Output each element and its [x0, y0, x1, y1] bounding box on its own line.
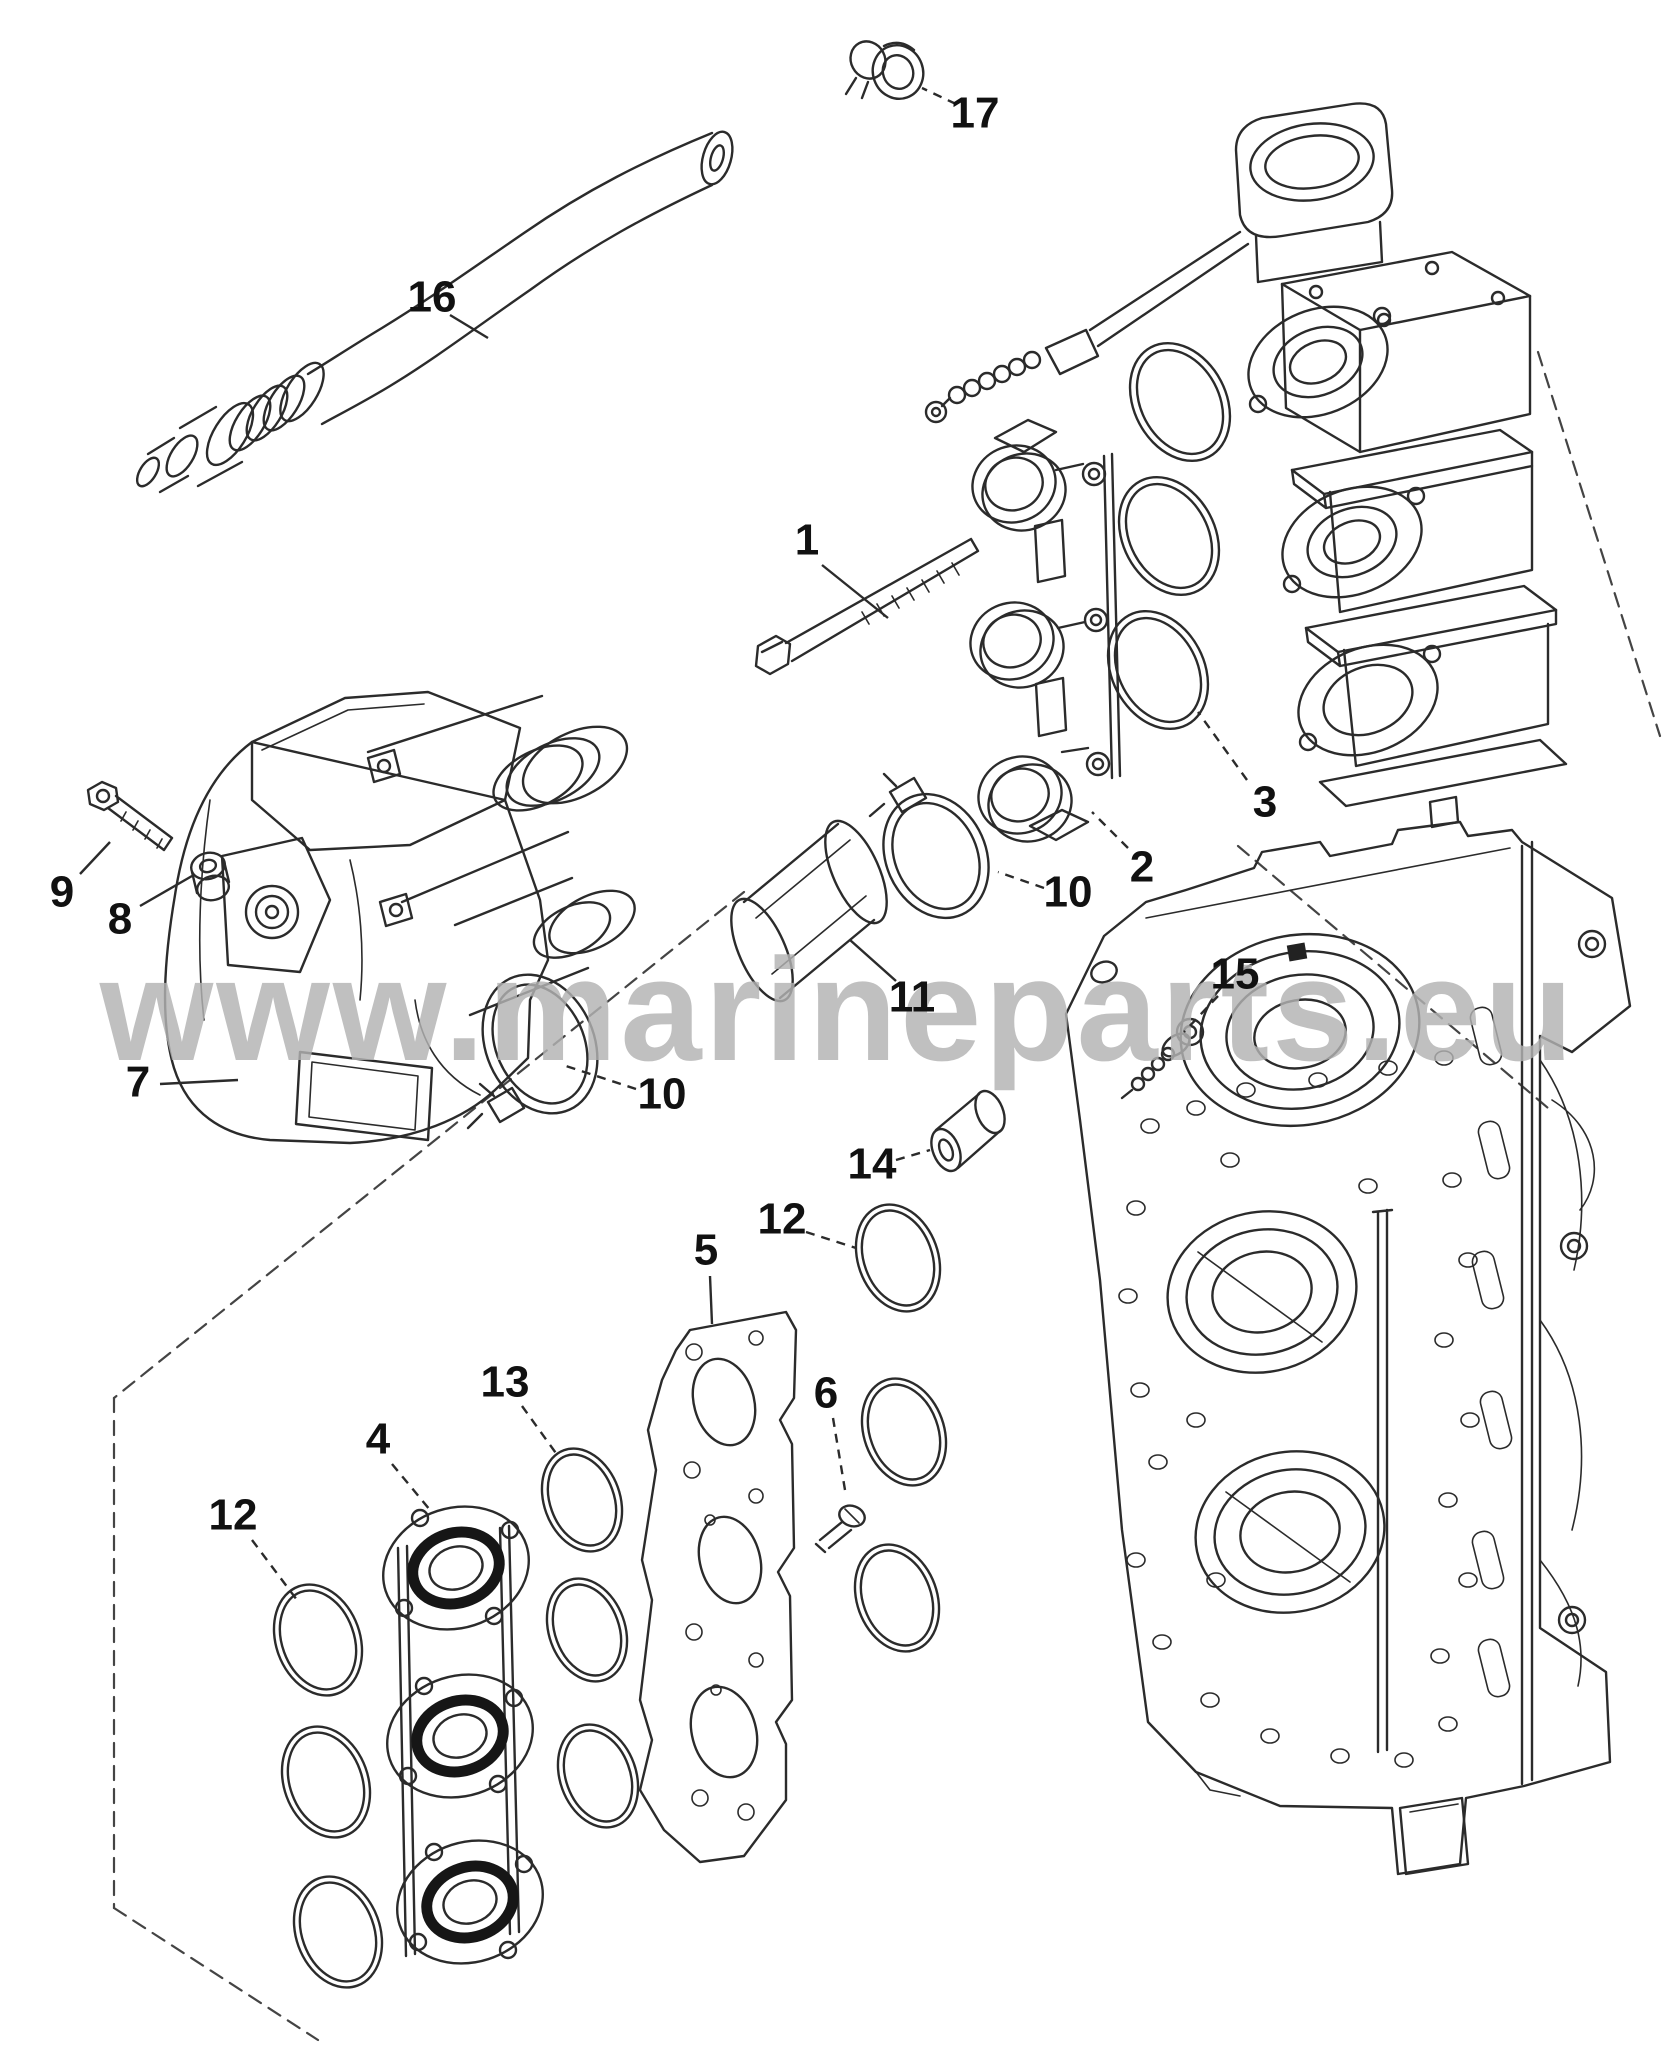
callout-label-17-18: 17 [951, 89, 1000, 138]
callout-label-10-10: 10 [638, 1070, 687, 1119]
callout-label-4-3: 4 [366, 1415, 391, 1464]
callout-leader-6-5 [831, 1417, 847, 1491]
construction-lines [112, 350, 1662, 2042]
callout-leader-16-17 [449, 313, 489, 340]
callout-leader-17-18 [921, 86, 957, 106]
callout-label-14-15: 14 [848, 1140, 897, 1189]
callout-leader-15-16 [1183, 995, 1219, 1033]
callout-label-2-1: 2 [1130, 843, 1154, 892]
callout-label-16-17: 16 [408, 273, 457, 322]
callout-leader-8-7 [139, 874, 193, 908]
callout-leader-12-12 [805, 1230, 857, 1250]
callout-label-13-14: 13 [481, 1358, 530, 1407]
callout-leader-10-9 [997, 870, 1045, 890]
watermark: www.marineparts.eu [99, 928, 1577, 1091]
callout-leader-2-1 [1091, 811, 1129, 849]
callout-leader-4-3 [391, 1463, 431, 1511]
part-4-adapter-stack [382, 1505, 544, 1965]
callout-leader-5-4 [708, 1275, 714, 1325]
callout-label-6-5: 6 [814, 1369, 838, 1418]
callout-label-10-9: 10 [1044, 868, 1093, 917]
callout-leader-7-6 [159, 1078, 239, 1086]
callout-label-5-4: 5 [694, 1226, 718, 1275]
callout-leader-12-13 [251, 1539, 301, 1605]
part-10-clamp-lower [466, 973, 599, 1130]
part-12-orings-left [272, 1583, 384, 1989]
callout-leader-10-10 [565, 1064, 637, 1091]
part-13-orings [540, 1447, 640, 1829]
part-10-clamp-upper [868, 772, 990, 920]
cylinder-block [1064, 820, 1632, 1876]
callout-label-11-11: 11 [889, 973, 936, 1022]
callout-label-3-2: 3 [1253, 778, 1277, 827]
callout-leader-9-8 [79, 841, 111, 875]
part-17-spring-clamp [844, 40, 925, 100]
part-5-gasket [638, 1310, 798, 1864]
part-12-orings-right [853, 1203, 948, 1653]
part-6-screw [814, 1504, 866, 1554]
part-3-orings [1106, 341, 1232, 731]
part-15-screw [1120, 1017, 1205, 1100]
callout-label-12-13: 12 [209, 1491, 258, 1540]
callout-label-9-8: 9 [50, 868, 74, 917]
callout-label-8-7: 8 [108, 895, 132, 944]
part-14-bushing [930, 1089, 1006, 1173]
callout-label-12-12: 12 [758, 1195, 807, 1244]
part-11-sleeve [730, 819, 888, 1003]
callout-leader-14-15 [895, 1148, 931, 1162]
part-1-bolt [754, 537, 980, 676]
callout-label-1-0: 1 [795, 516, 819, 565]
part-7-housing [163, 690, 636, 1145]
callout-leader-1-0 [821, 564, 889, 619]
part-2-intake-manifold [969, 418, 1122, 843]
part-9-screw [86, 780, 174, 852]
part-16-hose [135, 130, 734, 494]
callout-label-7-6: 7 [126, 1058, 150, 1107]
callout-leader-3-2 [1197, 711, 1248, 781]
callout-label-15-16: 15 [1211, 950, 1260, 999]
callout-leader-11-11 [849, 939, 897, 982]
part-8-plug [190, 851, 231, 902]
callout-leader-13-14 [521, 1405, 559, 1457]
carburetor-assembly [924, 102, 1568, 829]
